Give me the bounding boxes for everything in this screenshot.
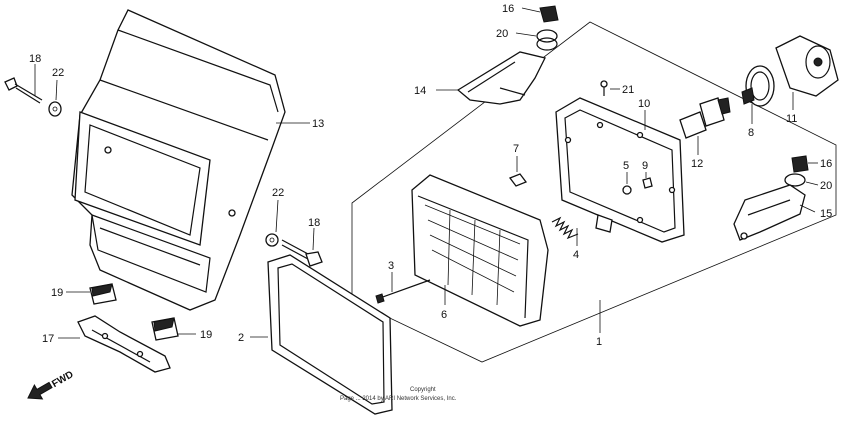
bulb-12	[679, 97, 731, 139]
copyright-line-1: Copyright	[410, 387, 436, 393]
callout-4: 4	[573, 249, 579, 261]
callout-2: 2	[238, 332, 244, 344]
callout-19-lower: 19	[200, 329, 212, 341]
callout-16-upper: 16	[502, 3, 514, 15]
socket-8	[741, 65, 775, 107]
leader-lines	[34, 7, 819, 339]
callout-17: 17	[42, 333, 54, 345]
bracket-17	[77, 315, 171, 373]
stay-15	[733, 184, 806, 241]
callout-22-mid: 22	[272, 187, 284, 199]
fwd-label: FWD	[50, 369, 75, 390]
spring-4	[551, 216, 579, 240]
callout-14: 14	[414, 85, 426, 97]
mounting-frame-10	[555, 97, 685, 243]
callout-11: 11	[786, 113, 797, 125]
screw-3	[379, 279, 431, 299]
washer-22-left	[48, 101, 62, 117]
callout-7: 7	[513, 143, 519, 155]
bolt-18-mid	[281, 239, 323, 267]
callout-22-left: 22	[52, 67, 64, 79]
callout-10: 10	[638, 98, 650, 110]
callout-12: 12	[691, 158, 703, 170]
callout-16-right: 16	[820, 158, 832, 170]
collar-20-right	[784, 173, 806, 187]
grommet-19-upper	[89, 283, 117, 305]
stay-14	[456, 51, 546, 105]
callout-20-upper: 20	[496, 28, 508, 40]
nut-7	[508, 173, 528, 187]
cover-11	[775, 35, 839, 97]
nut-5	[622, 185, 632, 195]
callout-19-upper: 19	[51, 287, 63, 299]
headlight-lens-6	[411, 174, 549, 327]
grommet-19-lower	[151, 317, 179, 341]
callout-5: 5	[623, 160, 629, 172]
pin-9	[642, 177, 653, 189]
callout-21: 21	[622, 84, 634, 96]
callout-18-left: 18	[29, 53, 41, 65]
callout-1: 1	[596, 336, 602, 348]
headlight-rim-2	[267, 254, 393, 415]
collar-20-upper	[536, 29, 558, 51]
headlight-cowl	[71, 9, 286, 311]
bolt-18-left	[4, 77, 43, 104]
callout-20-right: 20	[820, 180, 832, 192]
callout-3: 3	[388, 260, 394, 272]
washer-22-mid	[265, 233, 279, 247]
fwd-arrow: FWD	[27, 369, 75, 400]
callout-9: 9	[642, 160, 648, 172]
cap-16-right	[791, 155, 809, 173]
copyright-line-2: Page ... 2014 by ARI Network Services, I…	[340, 396, 457, 402]
callout-18-mid: 18	[308, 217, 320, 229]
callout-13: 13	[312, 118, 324, 130]
cap-16-upper	[539, 5, 559, 23]
callout-15: 15	[820, 208, 832, 220]
callout-6: 6	[441, 309, 447, 321]
callout-8: 8	[748, 127, 754, 139]
